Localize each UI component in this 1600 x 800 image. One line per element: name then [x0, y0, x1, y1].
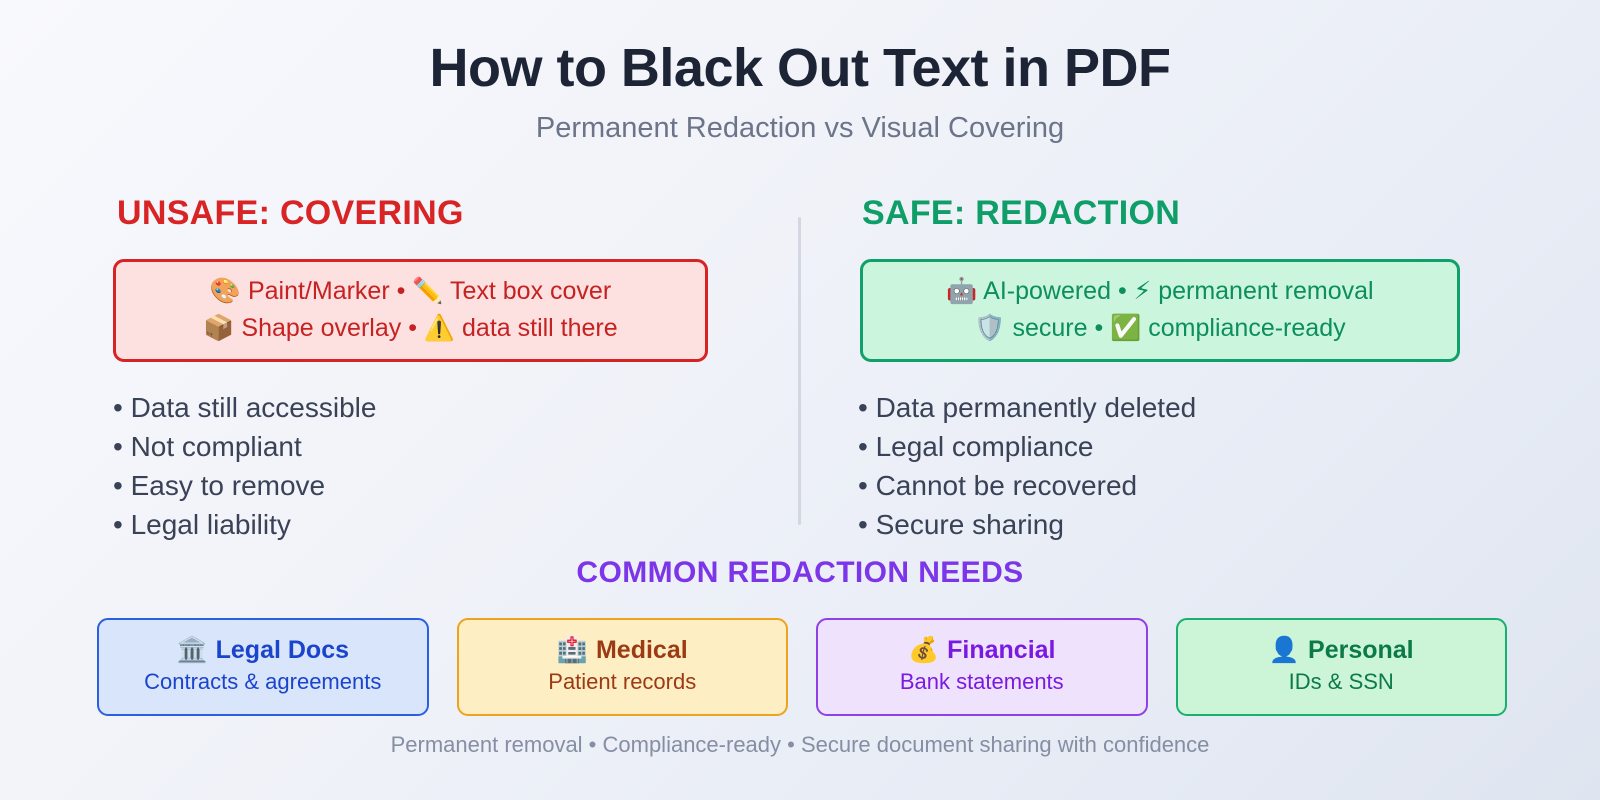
safe-bullet-list: • Data permanently deleted • Legal compl… — [858, 389, 1540, 545]
unsafe-tag-separator-2: • — [408, 313, 417, 342]
needs-card-title-text: Medical — [595, 636, 688, 665]
person-silhouette-icon: 👤 — [1268, 635, 1301, 665]
needs-card-title: 🏛️Legal Docs — [176, 636, 349, 665]
needs-card-title-text: Legal Docs — [215, 636, 349, 665]
unsafe-methods-box: 🎨 Paint/Marker • ✏️ Text box cover 📦 Sha… — [113, 259, 708, 363]
column-divider — [798, 217, 801, 525]
package-box-icon: 📦 — [203, 312, 235, 342]
safe-methods-box: 🤖 AI-powered • ⚡ permanent removal 🛡️ se… — [860, 259, 1460, 363]
safe-tag-separator-2: • — [1094, 313, 1104, 342]
list-item: • Legal liability — [113, 509, 291, 541]
needs-card-title: 💰Financial — [908, 636, 1056, 665]
needs-card-subtitle: IDs & SSN — [1288, 669, 1394, 695]
list-item: • Legal compliance — [858, 431, 1094, 463]
needs-card-subtitle: Contracts & agreements — [144, 669, 382, 695]
safe-tag-text-2b: compliance-ready — [1148, 313, 1346, 342]
unsafe-tag-line-1: 🎨 Paint/Marker • ✏️ Text box cover — [132, 273, 689, 310]
unsafe-tag-separator-1: • — [396, 277, 406, 306]
needs-card-row: 🏛️Legal Docs Contracts & agreements 🏥Med… — [97, 618, 1507, 716]
needs-card-title: 👤Personal — [1269, 636, 1414, 665]
needs-card-subtitle: Bank statements — [899, 669, 1064, 695]
page-subtitle: Permanent Redaction vs Visual Covering — [535, 111, 1065, 144]
money-bag-icon: 💰 — [907, 635, 940, 665]
hospital-icon: 🏥 — [556, 635, 588, 665]
list-item: • Not compliant — [113, 431, 302, 463]
needs-card-personal[interactable]: 👤Personal IDs & SSN — [1175, 618, 1507, 716]
safe-tag-text-1b: permanent removal — [1158, 277, 1374, 306]
artist-palette-icon: 🎨 — [209, 276, 241, 306]
safe-tag-text-1a: AI-powered — [983, 277, 1111, 306]
unsafe-tag-text-2b: data still there — [462, 313, 618, 342]
pencil-icon: ✏️ — [412, 276, 444, 306]
needs-card-financial[interactable]: 💰Financial Bank statements — [816, 618, 1148, 716]
unsafe-column: UNSAFE: COVERING 🎨 Paint/Marker • ✏️ Tex… — [95, 194, 795, 545]
unsafe-tag-text-1b: Text box cover — [449, 277, 612, 306]
safe-tag-separator-1: • — [1117, 277, 1127, 306]
needs-card-medical[interactable]: 🏥Medical Patient records — [456, 618, 788, 716]
robot-icon: 🤖 — [946, 276, 978, 306]
safe-tag-line-1: 🤖 AI-powered • ⚡ permanent removal — [879, 273, 1441, 310]
page-title: How to Black Out Text in PDF — [429, 38, 1171, 98]
unsafe-heading: UNSAFE: COVERING — [117, 194, 464, 232]
unsafe-tag-text-1a: Paint/Marker — [247, 277, 390, 306]
needs-card-subtitle: Patient records — [548, 669, 697, 695]
list-item: • Secure sharing — [858, 509, 1064, 541]
unsafe-tag-text-2a: Shape overlay — [241, 313, 402, 342]
needs-card-title: 🏥Medical — [557, 636, 688, 665]
list-item: • Data still accessible — [113, 392, 377, 424]
safe-column: SAFE: REDACTION 🤖 AI-powered • ⚡ permane… — [840, 194, 1540, 545]
list-item: • Data permanently deleted — [858, 392, 1197, 424]
common-needs-heading: COMMON REDACTION NEEDS — [576, 556, 1024, 589]
safe-tag-text-2a: secure — [1012, 313, 1088, 342]
footer-tagline: Permanent removal • Compliance-ready • S… — [390, 732, 1210, 757]
check-mark-icon: ✅ — [1110, 312, 1142, 342]
warning-icon: ⚠️ — [423, 312, 456, 342]
header: How to Black Out Text in PDF Permanent R… — [0, 40, 1600, 145]
needs-card-legal-docs[interactable]: 🏛️Legal Docs Contracts & agreements — [97, 618, 429, 716]
list-item: • Easy to remove — [113, 470, 326, 502]
list-item: • Cannot be recovered — [858, 470, 1138, 502]
classical-building-icon: 🏛️ — [176, 635, 208, 665]
comparison-columns: UNSAFE: COVERING 🎨 Paint/Marker • ✏️ Tex… — [0, 194, 1600, 540]
safe-heading: SAFE: REDACTION — [862, 194, 1181, 232]
needs-card-title-text: Personal — [1308, 636, 1414, 665]
lightning-bolt-icon: ⚡ — [1133, 276, 1152, 306]
safe-tag-line-2: 🛡️ secure • ✅ compliance-ready — [879, 310, 1441, 347]
unsafe-bullet-list: • Data still accessible • Not compliant … — [113, 389, 795, 545]
needs-card-title-text: Financial — [947, 636, 1056, 665]
unsafe-tag-line-2: 📦 Shape overlay • ⚠️ data still there — [132, 310, 689, 347]
shield-icon: 🛡️ — [974, 312, 1006, 342]
